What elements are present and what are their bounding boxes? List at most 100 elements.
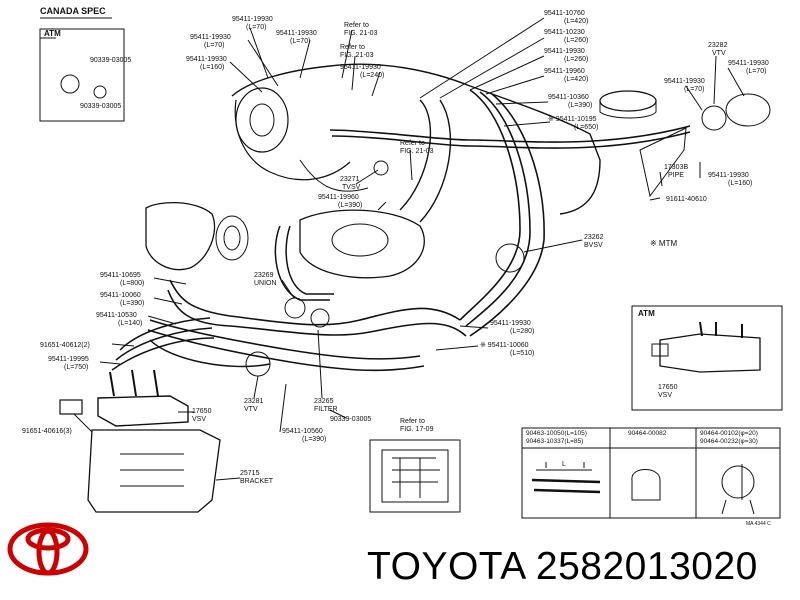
name: UNION (254, 280, 277, 287)
callout-hose-4: 95411-19930(L=70) (190, 34, 231, 50)
name: VTV (712, 50, 726, 57)
num: ※ 95411-10060 (480, 342, 529, 349)
num: 95411-19930 (708, 172, 749, 179)
len: (L=390) (302, 436, 327, 443)
len: (L=420) (564, 18, 589, 25)
name: PIPE (668, 172, 684, 179)
len: (L=160) (728, 180, 753, 187)
num: 95411-19960 (544, 68, 585, 75)
callout-90339-03005-a: 90339-03005 (90, 57, 132, 64)
num: 23271 (340, 176, 360, 183)
len: (L=70) (290, 38, 311, 45)
num: 95411-19930 (340, 64, 381, 71)
sheet-code: MA 4344 C (746, 521, 771, 527)
name: BRACKET (240, 478, 274, 485)
num: 95411-10230 (544, 29, 585, 36)
num: 23281 (244, 398, 264, 405)
callout-hose-18: 95411-19960(L=390) (318, 194, 362, 210)
name: VSV (658, 392, 673, 399)
callout-hose-28: 95411-10560(L=390) (282, 428, 326, 444)
line2: FIG. 17-09 (400, 426, 434, 433)
line2: 90463-10337(L=85) (526, 438, 584, 445)
num: 95411-10760 (544, 10, 585, 17)
name: VSV (192, 416, 207, 423)
num: 95411-10695 (100, 272, 141, 279)
line1: 90463-10050(L=105) (526, 430, 587, 437)
callout-hose-8: 95411-10760(L=420) (544, 10, 588, 26)
callout-90339-03005-c: 90339-03005 (330, 416, 372, 423)
callout-hose-6: 95411-19930(L=160) (186, 56, 227, 72)
len: (L=390) (120, 300, 145, 307)
len: (L=70) (246, 24, 267, 31)
num: 95411-19930 (276, 30, 317, 37)
len: (L=510) (510, 350, 535, 357)
callout-hose-5: 95411-19930(L=70) (276, 30, 317, 46)
callout-hose-13: ※ 95411-10195(L=650) (548, 116, 598, 132)
line2: FIG. 21-03 (400, 148, 434, 155)
line2: FIG. 21-03 (340, 52, 374, 59)
line1: Refer to (400, 418, 425, 425)
name: TVSV (342, 184, 361, 191)
len: (L=390) (568, 102, 593, 109)
len: (L=240) (360, 72, 385, 79)
table-cell-clips-3: 90464-00102(φ=20)90464-00232(φ=30) (700, 430, 758, 446)
num: 95411-19930 (544, 48, 585, 55)
callout-hose-7: 95411-19930(L=240) (340, 64, 384, 80)
len: (L=420) (564, 76, 589, 83)
toyota-emblem-icon (7, 522, 89, 576)
len: (L=70) (684, 86, 705, 93)
callout-hose-24: 95411-19930(L=280) (490, 320, 534, 336)
line1: 90464-00102(φ=20) (700, 430, 758, 437)
callout-hose-21: 95411-10530(L=140) (96, 312, 142, 328)
callout-hose-14: 95411-19930(L=70) (728, 60, 769, 76)
callout-hose-9: 95411-10230(L=260) (544, 29, 588, 45)
label-mtm: ※ MTM (650, 239, 678, 248)
len: (L=70) (204, 42, 225, 49)
line1: Refer to (400, 140, 425, 147)
callout-91651-40612: 91651-40612(2) (40, 342, 90, 349)
callout-90339-03005-b: 90339-03005 (80, 103, 122, 110)
callout-91651-40616: 91651-40616(3) (22, 428, 72, 435)
line1: Refer to (340, 44, 365, 51)
name: FILTER (314, 406, 338, 413)
num: 95411-19960 (318, 194, 359, 201)
atm-box-title: ATM (638, 309, 655, 318)
name: BVSV (584, 242, 603, 249)
line2: 90464-00232(φ=30) (700, 438, 758, 445)
len: (L=750) (64, 364, 89, 371)
len: (L=280) (510, 328, 535, 335)
table-dimension-label: L (562, 461, 566, 468)
callout-hose-23: 95411-19995(L=750) (48, 356, 89, 372)
callout-hose-16: 95411-19930(L=160) (708, 172, 752, 188)
callout-hose-19: 95411-10695(L=800) (100, 272, 144, 288)
table-cell-clamps-1: 90463-10050(L=105)90463-10337(L=85) (526, 430, 587, 446)
len: (L=260) (564, 37, 589, 44)
num: 95411-10560 (282, 428, 323, 435)
table-cell-clamp-2: 90464-00082 (628, 430, 667, 437)
line1: Refer to (344, 22, 369, 29)
num: 95411-19930 (664, 78, 705, 85)
num: 23265 (314, 398, 334, 405)
num: 23269 (254, 272, 274, 279)
num: 23262 (584, 234, 604, 241)
len: (L=260) (564, 56, 589, 63)
num: 95411-10360 (548, 94, 589, 101)
len: (L=650) (574, 124, 599, 131)
callout-hose-11: 95411-19960(L=420) (544, 68, 588, 84)
part-number-caption: TOYOTA 2582013020 (367, 545, 758, 588)
header-atm: ATM (44, 29, 61, 38)
callout-hose-20: 95411-10060(L=390) (100, 292, 144, 308)
